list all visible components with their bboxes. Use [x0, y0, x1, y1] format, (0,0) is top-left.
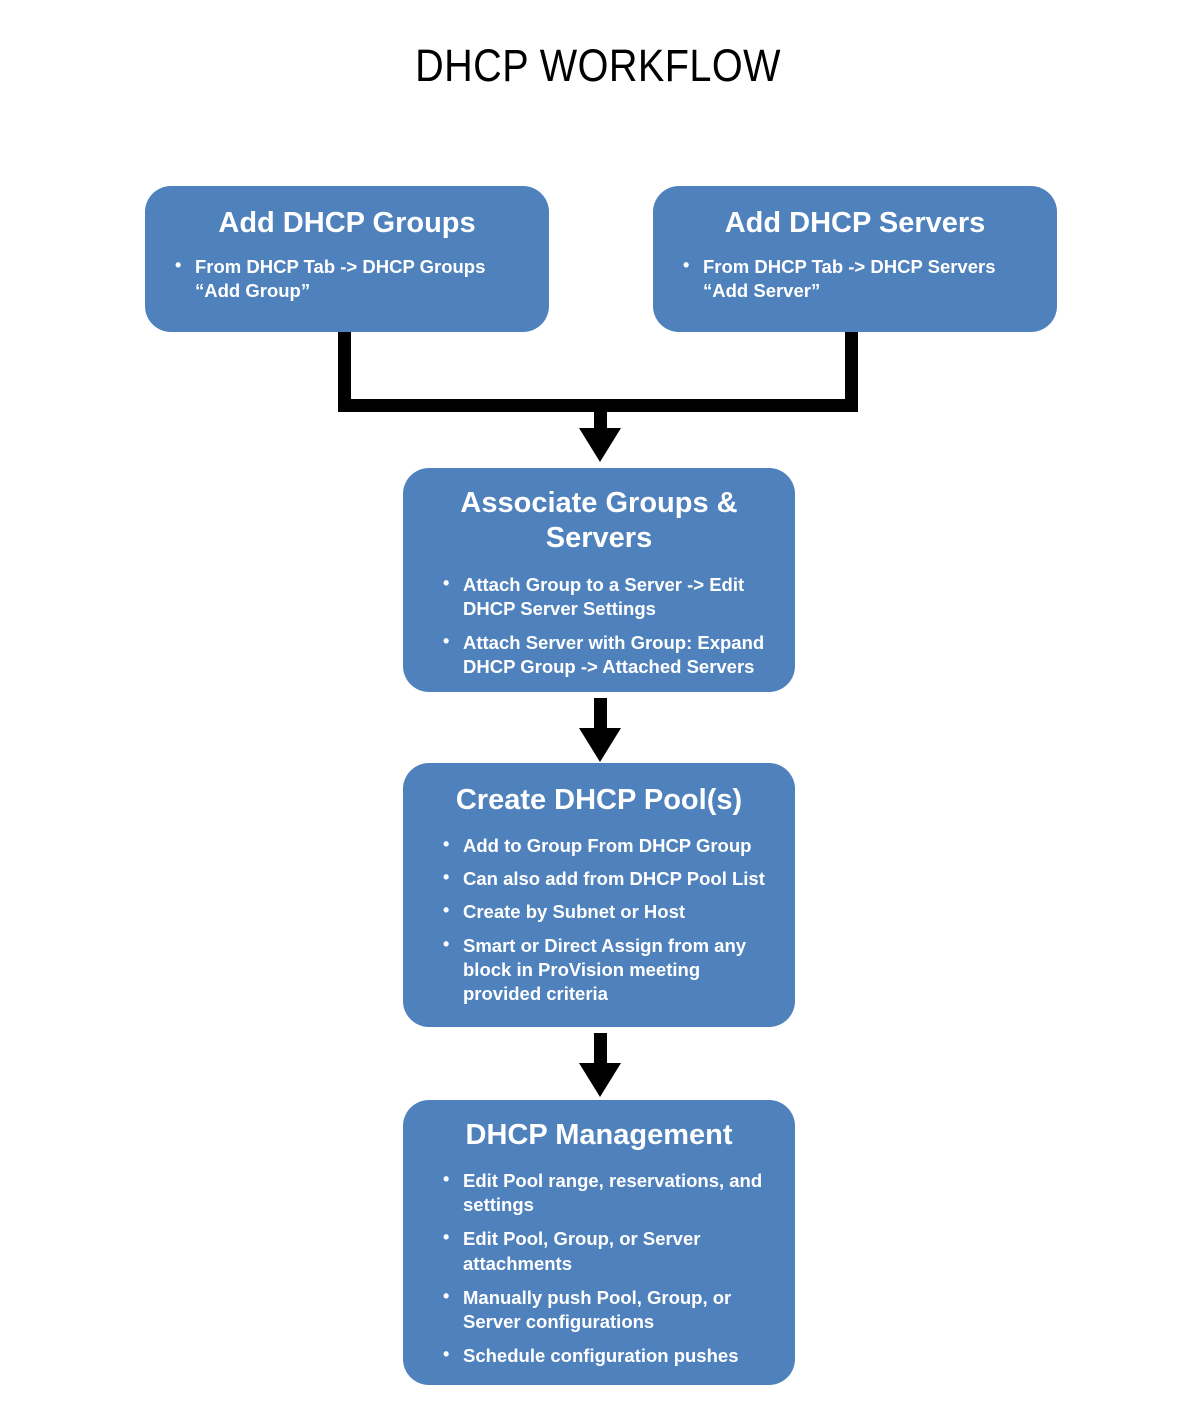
flow-node-add-dhcp-groups[interactable]: Add DHCP Groups From DHCP Tab -> DHCP Gr…	[145, 186, 549, 332]
node-title: DHCP Management	[465, 1119, 733, 1151]
node-bullet-list: From DHCP Tab -> DHCP Groups “Add Group”	[171, 254, 523, 303]
arrowhead-down-icon	[579, 728, 621, 762]
list-item: Manually push Pool, Group, or Server con…	[439, 1285, 771, 1334]
arrowhead-down-icon	[579, 428, 621, 462]
flow-node-associate-groups-servers[interactable]: Associate Groups & Servers Attach Group …	[403, 468, 795, 692]
node-title: Add DHCP Groups	[218, 207, 476, 239]
connector-stem-down	[594, 399, 607, 431]
list-item: Create by Subnet or Host	[439, 899, 771, 924]
flow-node-create-dhcp-pools[interactable]: Create DHCP Pool(s) Add to Group From DH…	[403, 763, 795, 1027]
list-item: From DHCP Tab -> DHCP Servers “Add Serve…	[679, 254, 1031, 303]
connector-stem-right	[845, 332, 858, 412]
node-bullet-list: From DHCP Tab -> DHCP Servers “Add Serve…	[679, 254, 1031, 303]
connector-stem	[594, 1033, 607, 1066]
list-item: Attach Server with Group: Expand DHCP Gr…	[439, 630, 765, 679]
node-title: Create DHCP Pool(s)	[455, 784, 743, 816]
node-title: Add DHCP Servers	[724, 207, 986, 239]
list-item: Edit Pool range, reservations, and setti…	[439, 1168, 771, 1217]
list-item: Attach Group to a Server -> Edit DHCP Se…	[439, 572, 765, 621]
list-item: Schedule configuration pushes	[439, 1343, 771, 1368]
node-bullet-list: Attach Group to a Server -> Edit DHCP Se…	[439, 572, 765, 679]
list-item: From DHCP Tab -> DHCP Groups “Add Group”	[171, 254, 523, 303]
list-item: Smart or Direct Assign from any block in…	[439, 933, 771, 1006]
list-item: Edit Pool, Group, or Server attachments	[439, 1226, 771, 1275]
node-title: Associate Groups & Servers	[460, 487, 738, 555]
node-bullet-list: Edit Pool range, reservations, and setti…	[439, 1168, 771, 1368]
connector-stem	[594, 698, 607, 731]
arrowhead-down-icon	[579, 1063, 621, 1097]
page-title: DHCP WORKFLOW	[415, 40, 781, 91]
flow-node-dhcp-management[interactable]: DHCP Management Edit Pool range, reserva…	[403, 1100, 795, 1385]
connector-stem-left	[338, 332, 351, 412]
flow-node-add-dhcp-servers[interactable]: Add DHCP Servers From DHCP Tab -> DHCP S…	[653, 186, 1057, 332]
list-item: Can also add from DHCP Pool List	[439, 866, 771, 891]
list-item: Add to Group From DHCP Group	[439, 833, 771, 858]
node-bullet-list: Add to Group From DHCP Group Can also ad…	[439, 833, 771, 1006]
